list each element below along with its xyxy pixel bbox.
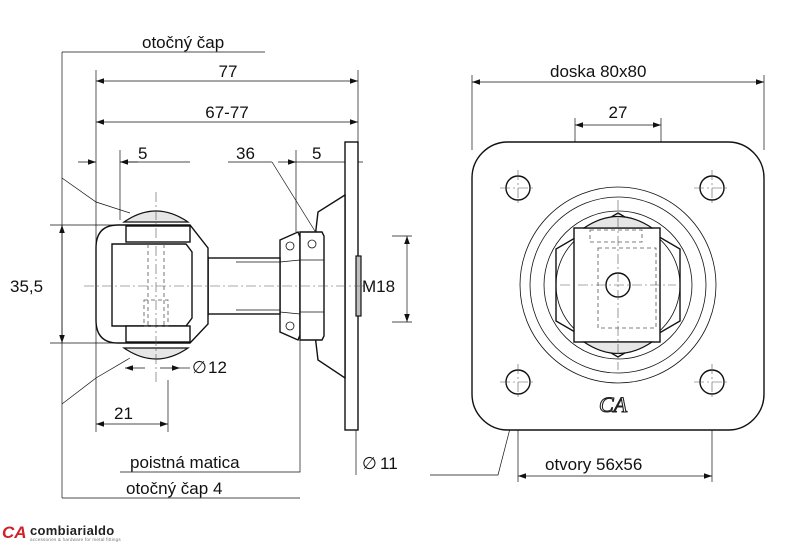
leader-nut <box>271 161 319 237</box>
nut-corner <box>285 321 295 331</box>
outer-ring <box>519 186 717 384</box>
dim-label-27: 27 <box>609 103 628 122</box>
dim-label-5-right: 5 <box>312 144 321 163</box>
dim-label-77: 77 <box>219 62 238 81</box>
label-swivel-bottom: otočný čap 4 <box>126 479 222 498</box>
front-view: CA doska 80x80 27 otvory 56x56 <box>430 62 765 482</box>
diameter-symbol: ∅ <box>362 454 377 473</box>
leader-swivel-bottom <box>61 357 131 405</box>
dim-label-67-77: 67-77 <box>205 103 248 122</box>
side-view: otočný čap 77 67-77 5 36 5 35,5 M18 ∅ 12… <box>10 33 412 499</box>
pin-upper <box>125 225 191 243</box>
lock-nut <box>299 231 325 341</box>
leader-swivel-top <box>61 177 131 214</box>
label-swivel-top: otočný čap <box>142 33 224 52</box>
brand-logo: CA combiarialdo accessories & hardware f… <box>2 523 121 542</box>
dim-label-5-left: 5 <box>138 144 147 163</box>
dim-label-36: 36 <box>236 144 255 163</box>
outer-ring <box>529 196 707 374</box>
hex-edge <box>279 259 301 263</box>
dim-label-pin: 12 <box>208 358 227 377</box>
dim-label-21: 21 <box>114 404 133 423</box>
swivel-cap-bottom <box>122 347 190 360</box>
dim-label-hole: 11 <box>380 454 398 473</box>
dim-label-thread: M18 <box>362 277 395 296</box>
label-holes: otvory 56x56 <box>545 455 642 474</box>
dim-label-height: 35,5 <box>10 277 43 296</box>
brand-mark: CA <box>2 523 27 542</box>
label-lock-nut: poistná matica <box>130 453 240 472</box>
manufacturer-stamp: CA <box>599 392 628 417</box>
pin-lower <box>125 325 191 343</box>
nut-corner <box>285 241 295 251</box>
hidden-edge <box>597 247 657 329</box>
brand-name: combiarialdo <box>30 523 115 538</box>
brand-tagline: accessories & hardware for metal fitting… <box>30 537 121 542</box>
label-plate: doska 80x80 <box>550 62 646 81</box>
fork-opening <box>111 243 193 327</box>
nut-corner <box>307 239 317 249</box>
diameter-symbol: ∅ <box>192 358 207 377</box>
pin-hidden-line <box>143 299 169 327</box>
hidden-edge <box>589 229 643 243</box>
hex-edge <box>279 311 301 315</box>
leader-lock-nut <box>120 330 301 473</box>
